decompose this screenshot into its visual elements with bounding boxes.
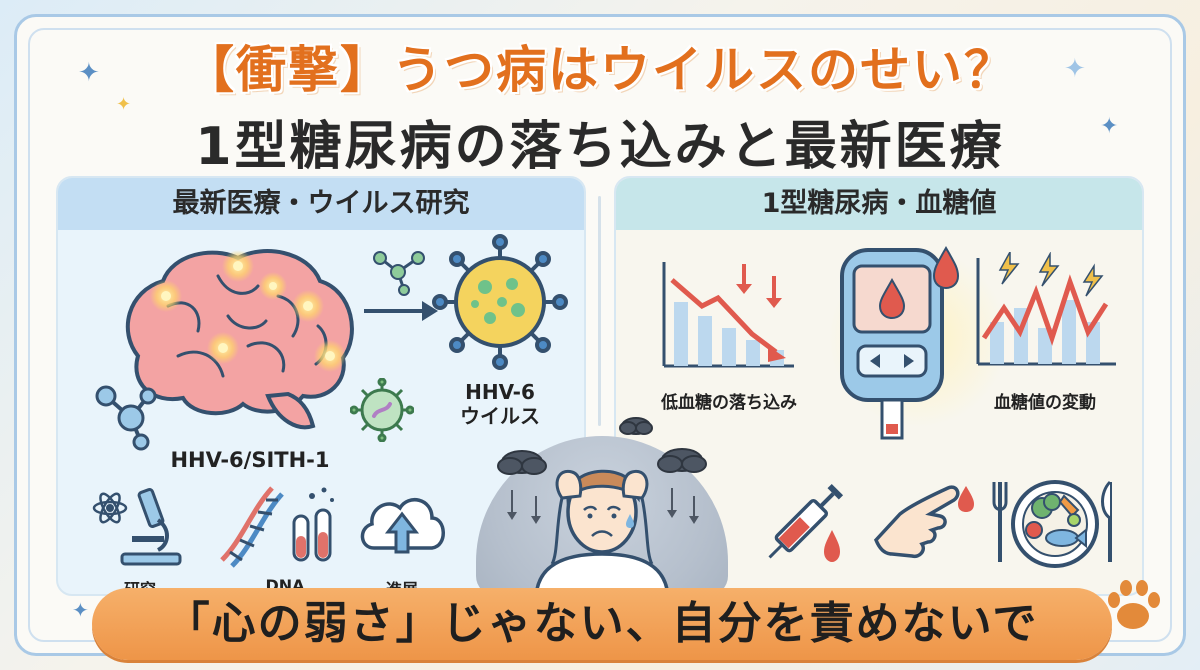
stressed-person-icon (497, 417, 707, 600)
title-line-2: 1型糖尿病の落ち込みと最新医療 (195, 117, 1005, 177)
fluctuation-label: 血糖値の変動 (994, 393, 1096, 413)
panel-divider (598, 196, 601, 426)
arrow-right-icon (364, 301, 438, 321)
virus-icon (432, 234, 568, 370)
banner-text: 「心の弱さ」じゃない、自分を責めないで (165, 598, 1039, 649)
virus-label: HHV-6 ウイルス (430, 380, 570, 428)
microscope-icon (92, 488, 182, 566)
virus-label-line-2: ウイルス (460, 404, 540, 428)
cloud-upload-icon (360, 497, 445, 554)
fluctuation-chart-icon (976, 252, 1116, 366)
falling-chart-icon (662, 262, 794, 368)
title-line-1: 【衝撃】うつ病はウイルスのせい？ (184, 41, 1016, 99)
molecule-icon (373, 251, 425, 296)
finger-prick-icon (873, 485, 974, 559)
brain-icon (125, 249, 354, 430)
paw-icon (1108, 580, 1160, 629)
low-glucose-label: 低血糖の落ち込み (661, 393, 797, 413)
sparkle-icon: ✦ (116, 94, 132, 115)
brain-label: HHV-6/SITH-1 (170, 448, 330, 472)
small-virus-icon (350, 378, 414, 442)
panel-heading: 1型糖尿病・血糖値 (616, 178, 1142, 230)
molecule-icon (95, 385, 157, 451)
glucose-meter-icon (840, 245, 960, 440)
syringe-icon (768, 483, 844, 562)
virus-label-line-1: HHV-6 (465, 380, 535, 404)
dna-icon (220, 486, 334, 568)
sparkle-icon: ✦ (1100, 114, 1119, 139)
healthy-meal-icon (992, 480, 1112, 568)
sparkle-icon: ✦ (78, 58, 100, 88)
sparkle-icon: ✦ (72, 598, 89, 622)
panel-heading: 最新医療・ウイルス研究 (58, 178, 584, 230)
message-banner: 「心の弱さ」じゃない、自分を責めないで (92, 588, 1112, 660)
sparkle-icon: ✦ (1064, 54, 1086, 84)
